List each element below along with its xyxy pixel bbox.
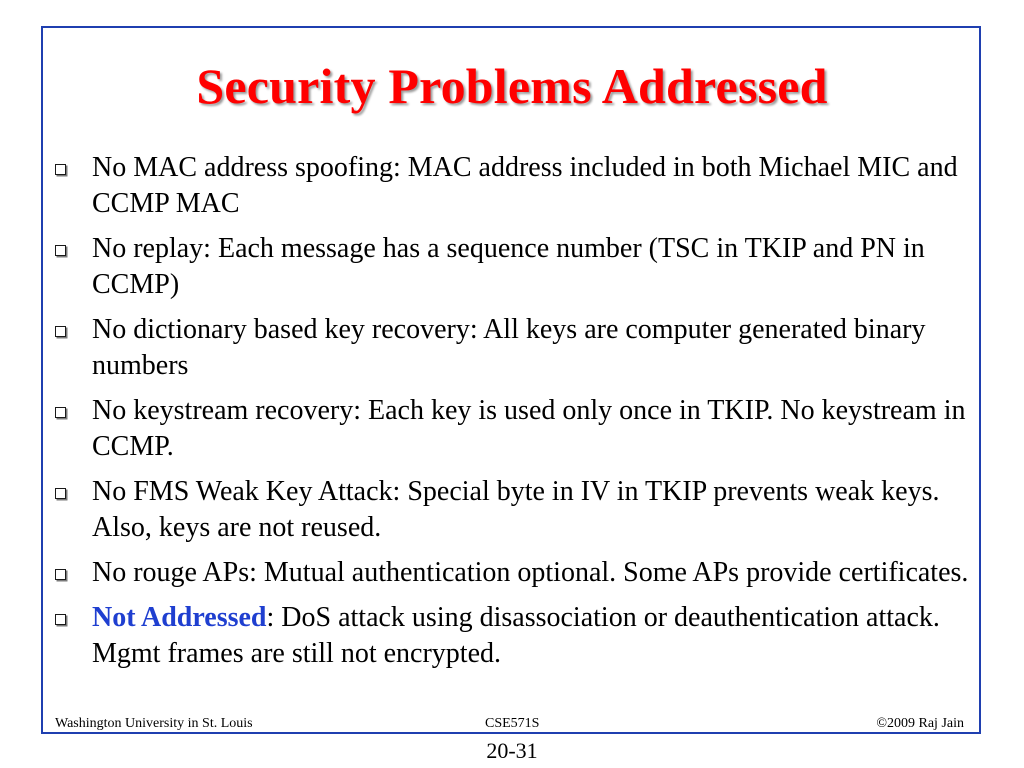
slide-footer: Washington University in St. Louis CSE57… xyxy=(55,715,964,733)
not-addressed-emphasis: Not Addressed xyxy=(92,602,267,633)
bullet-list: No MAC address spoofing: MAC address inc… xyxy=(55,150,970,681)
square-bullet-icon xyxy=(55,326,66,337)
square-bullet-icon xyxy=(55,407,66,418)
bullet-item-fms-weak-key: No FMS Weak Key Attack: Special byte in … xyxy=(55,474,970,546)
bullet-text: Not Addressed: DoS attack using disassoc… xyxy=(92,600,970,672)
bullet-text: No rouge APs: Mutual authentication opti… xyxy=(92,557,969,588)
bullet-text: No MAC address spoofing: MAC address inc… xyxy=(92,152,958,219)
bullet-item-rouge-aps: No rouge APs: Mutual authentication opti… xyxy=(55,555,970,591)
slide-border-frame xyxy=(41,26,981,734)
footer-course-code: CSE571S xyxy=(485,716,540,731)
bullet-item-not-addressed: Not Addressed: DoS attack using disassoc… xyxy=(55,600,970,672)
footer-institution: Washington University in St. Louis xyxy=(55,716,253,731)
square-bullet-icon xyxy=(55,614,66,625)
square-bullet-icon xyxy=(55,488,66,499)
bullet-item-keystream-recovery: No keystream recovery: Each key is used … xyxy=(55,393,970,465)
page-number: 20-31 xyxy=(486,738,538,763)
bullet-text: No dictionary based key recovery: All ke… xyxy=(92,314,926,381)
bullet-text: No replay: Each message has a sequence n… xyxy=(92,233,925,300)
square-bullet-icon xyxy=(55,569,66,580)
not-addressed-text: : DoS attack using disassociation or dea… xyxy=(92,602,940,669)
bullet-item-mac-spoofing: No MAC address spoofing: MAC address inc… xyxy=(55,150,970,222)
bullet-item-dictionary-key-recovery: No dictionary based key recovery: All ke… xyxy=(55,312,970,384)
bullet-item-replay: No replay: Each message has a sequence n… xyxy=(55,231,970,303)
square-bullet-icon xyxy=(55,164,66,175)
footer-copyright: ©2009 Raj Jain xyxy=(876,716,964,731)
bullet-text: No keystream recovery: Each key is used … xyxy=(92,395,966,462)
bullet-text: No FMS Weak Key Attack: Special byte in … xyxy=(92,476,940,543)
square-bullet-icon xyxy=(55,245,66,256)
slide-title: Security Problems Addressed xyxy=(196,58,828,114)
